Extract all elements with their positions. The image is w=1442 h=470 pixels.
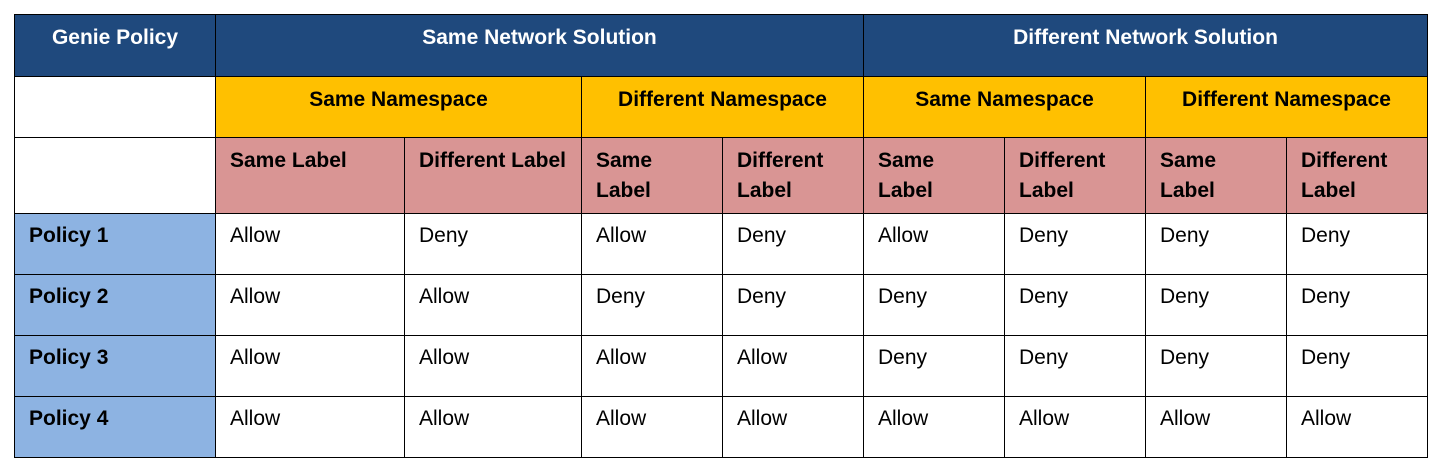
row-header: Policy 4 [14, 396, 216, 458]
table-cell: Allow [1286, 396, 1428, 458]
label-header: Different Label [1286, 137, 1428, 214]
table-cell: Deny [1004, 274, 1146, 336]
blank-cell [14, 76, 216, 138]
table-cell: Deny [863, 335, 1005, 397]
table-cell: Allow [404, 396, 582, 458]
policy-table: Genie Policy Same Network Solution Diffe… [14, 14, 1428, 458]
namespace-header: Same Namespace [215, 76, 582, 138]
policy-column-header: Genie Policy [14, 14, 216, 77]
group-header-different-network: Different Network Solution [863, 14, 1428, 77]
table-cell: Allow [581, 213, 723, 275]
table-row: Policy 1 Allow Deny Allow Deny Allow Den… [14, 213, 1428, 275]
table-cell: Deny [1286, 274, 1428, 336]
table-cell: Deny [1145, 335, 1287, 397]
table-cell: Allow [404, 335, 582, 397]
table-cell: Deny [1145, 274, 1287, 336]
table-cell: Allow [722, 396, 864, 458]
row-header: Policy 2 [14, 274, 216, 336]
table-cell: Deny [1004, 335, 1146, 397]
table-cell: Deny [863, 274, 1005, 336]
label-header: Different Label [722, 137, 864, 214]
namespace-header: Same Namespace [863, 76, 1146, 138]
table-row: Policy 2 Allow Allow Deny Deny Deny Deny… [14, 274, 1428, 336]
group-header-same-network: Same Network Solution [215, 14, 864, 77]
table-cell: Deny [722, 274, 864, 336]
table-cell: Allow [581, 335, 723, 397]
label-header: Different Label [404, 137, 582, 214]
table-cell: Deny [404, 213, 582, 275]
table-cell: Deny [1145, 213, 1287, 275]
table-cell: Deny [1004, 213, 1146, 275]
table-cell: Allow [722, 335, 864, 397]
table-cell: Allow [215, 335, 405, 397]
table-cell: Allow [863, 396, 1005, 458]
group-header-row: Genie Policy Same Network Solution Diffe… [14, 14, 1428, 77]
table-cell: Allow [581, 396, 723, 458]
table-cell: Deny [1286, 335, 1428, 397]
table-row: Policy 4 Allow Allow Allow Allow Allow A… [14, 396, 1428, 458]
namespace-header-row: Same Namespace Different Namespace Same … [14, 76, 1428, 138]
table-cell: Deny [722, 213, 864, 275]
namespace-header: Different Namespace [1145, 76, 1428, 138]
table-cell: Allow [863, 213, 1005, 275]
table-row: Policy 3 Allow Allow Allow Allow Deny De… [14, 335, 1428, 397]
namespace-header: Different Namespace [581, 76, 864, 138]
label-header: Same Label [1145, 137, 1287, 214]
table-cell: Allow [404, 274, 582, 336]
label-header: Same Label [215, 137, 405, 214]
table-cell: Deny [581, 274, 723, 336]
label-header: Different Label [1004, 137, 1146, 214]
row-header: Policy 3 [14, 335, 216, 397]
table-cell: Allow [215, 274, 405, 336]
row-header: Policy 1 [14, 213, 216, 275]
table-cell: Allow [1145, 396, 1287, 458]
label-header: Same Label [581, 137, 723, 214]
table-cell: Allow [215, 213, 405, 275]
table-cell: Allow [1004, 396, 1146, 458]
table-cell: Allow [215, 396, 405, 458]
label-header: Same Label [863, 137, 1005, 214]
label-header-row: Same Label Different Label Same Label Di… [14, 137, 1428, 214]
table-cell: Deny [1286, 213, 1428, 275]
blank-cell [14, 137, 216, 214]
